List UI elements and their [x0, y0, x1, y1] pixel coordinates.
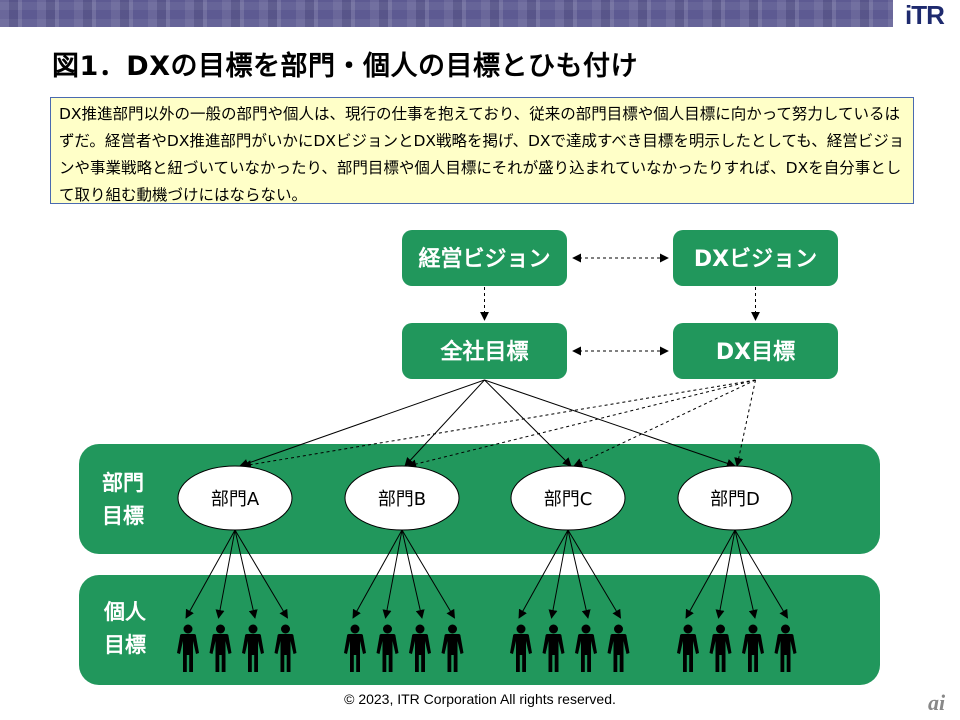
description-box: DX推進部門以外の一般の部門や個人は、現行の仕事を抱えており、従来の部門目標や個… [50, 97, 914, 204]
personal-band-label-1: 個人 [103, 600, 146, 624]
person-icon [709, 624, 732, 672]
person-icon [677, 624, 699, 672]
copyright-footer: © 2023, ITR Corporation All rights reser… [344, 691, 616, 707]
department-to-person-arrow [567, 529, 591, 619]
person-icon [607, 624, 630, 672]
company-goal-label: 全社目標 [439, 339, 528, 365]
department-label: 部門C [544, 489, 593, 510]
mgmt-vision-box [402, 230, 567, 286]
mgmt-vision-label: 経営ビジョン [418, 246, 550, 272]
department-to-person-arrow [401, 529, 455, 619]
department-to-person-arrow [734, 529, 788, 619]
department-to-person-arrow [185, 529, 236, 619]
department-goal-band [79, 444, 880, 554]
personal-band-label-2: 目標 [104, 633, 146, 657]
department-band-label-2: 目標 [102, 504, 144, 528]
department-label: 部門D [710, 489, 760, 510]
itr-logo: iTR [905, 0, 945, 30]
person-icon [575, 624, 597, 672]
dx-vision-label: DXビジョン [694, 247, 817, 272]
person-icon [177, 624, 199, 672]
person-icon [510, 624, 532, 672]
person-icon [376, 624, 399, 672]
department-to-person-arrow [215, 529, 236, 619]
personal-goal-band [79, 575, 880, 685]
company-to-department-arrow [484, 379, 736, 468]
person-icon [441, 624, 464, 672]
department-label: 部門B [378, 489, 426, 510]
department-to-person-arrow [352, 529, 403, 619]
dx-to-department-arrow [242, 379, 756, 470]
company-to-department-arrow [239, 379, 485, 468]
department-to-person-arrow [401, 529, 425, 619]
person-icon [274, 624, 297, 672]
company-to-department-arrow [404, 379, 485, 467]
department-to-person-arrow [518, 529, 569, 619]
department-to-person-arrow [734, 529, 758, 619]
department-to-person-arrow [685, 529, 736, 619]
dx-to-department-arrow [734, 379, 756, 467]
page-title: 図1．DXの目標を部門・個人の目標とひも付け [52, 51, 639, 82]
dx-vision-box [673, 230, 838, 286]
person-icon [242, 624, 264, 672]
person-icon [344, 624, 366, 672]
department-to-person-arrow [715, 529, 736, 619]
department-to-person-arrow [234, 529, 258, 619]
department-band-label-1: 部門 [102, 471, 144, 495]
department-to-person-arrow [548, 529, 569, 619]
dx-goal-label: DX目標 [716, 340, 795, 365]
department-label: 部門A [211, 489, 260, 510]
dx-goal-box [673, 323, 838, 379]
person-icon [542, 624, 565, 672]
person-icon [209, 624, 232, 672]
person-icon [742, 624, 764, 672]
department-to-person-arrow [382, 529, 403, 619]
header-band [0, 0, 893, 27]
person-icon [774, 624, 797, 672]
company-to-department-arrow [484, 379, 572, 467]
department-to-person-arrow [567, 529, 621, 619]
department-to-person-arrow [234, 529, 288, 619]
person-icon [409, 624, 431, 672]
corner-logo: ai [928, 690, 946, 715]
company-goal-box [402, 323, 567, 379]
